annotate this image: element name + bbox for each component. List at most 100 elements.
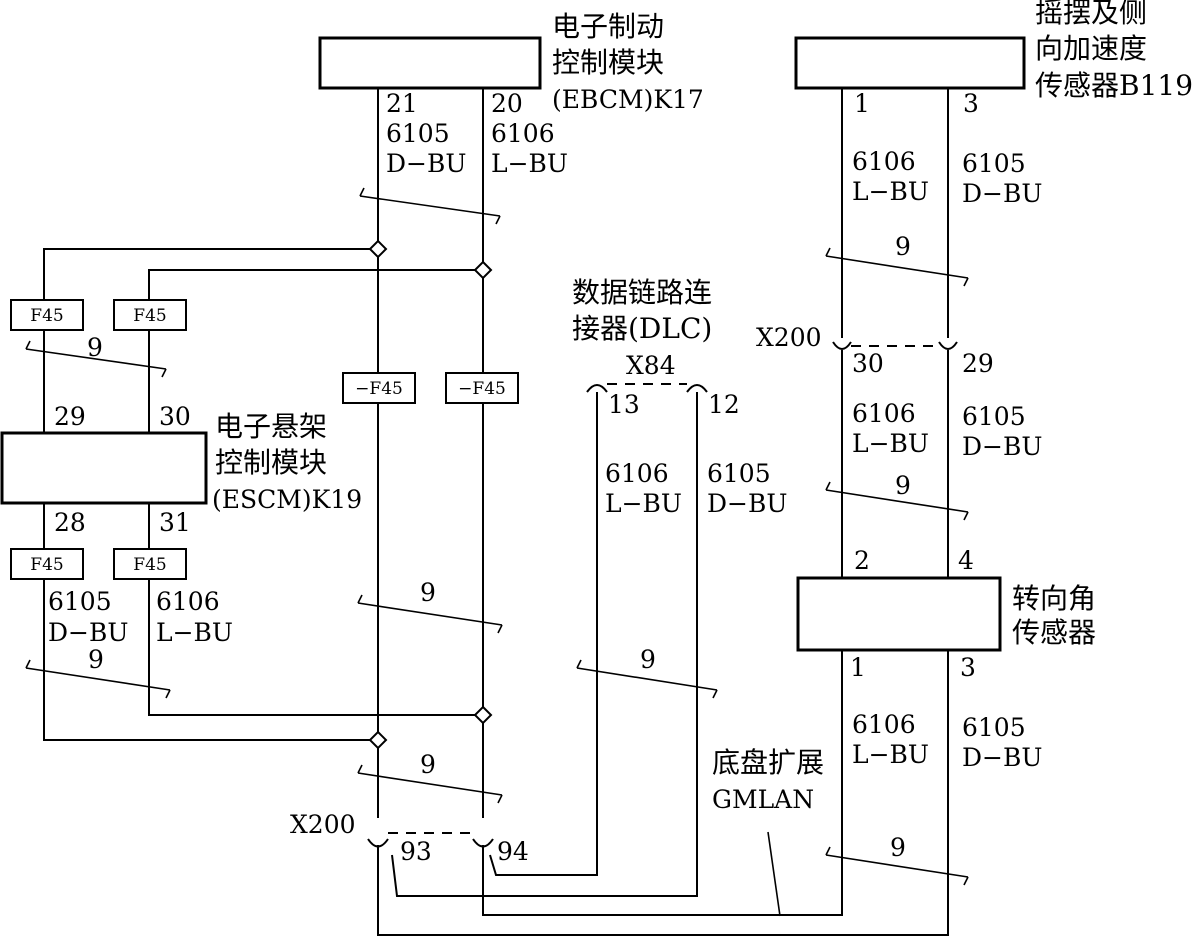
svg-text:93: 93 (400, 837, 432, 866)
svg-text:6106: 6106 (852, 710, 916, 739)
svg-text:12: 12 (708, 390, 740, 419)
svg-text:6105: 6105 (962, 713, 1026, 742)
circuit-labels: 6105 D−BU 6106 L−BU 6106 L−BU 6105 D−BU … (48, 119, 1042, 772)
svg-text:传感器: 传感器 (1012, 616, 1096, 649)
escm-module-box (0, 431, 208, 505)
svg-text:94: 94 (497, 837, 529, 866)
svg-text:控制模块: 控制模块 (552, 46, 664, 79)
twist-label: 9 (87, 333, 103, 362)
svg-text:1: 1 (850, 653, 866, 682)
fuse-label: −F45 (458, 379, 506, 399)
twist-label: 9 (420, 750, 436, 779)
svg-text:L−BU: L−BU (156, 618, 233, 647)
svg-text:电子制动: 电子制动 (552, 10, 664, 43)
svg-text:6106: 6106 (852, 399, 916, 428)
svg-text:6105: 6105 (48, 587, 112, 616)
fuse-f45-3: F45 (10, 548, 84, 580)
splices (368, 239, 493, 750)
svg-text:电子悬架: 电子悬架 (215, 410, 327, 443)
svg-text:L−BU: L−BU (852, 429, 929, 458)
svg-text:D−BU: D−BU (48, 618, 128, 647)
splice-6105-top (368, 239, 388, 259)
twist-label: 9 (420, 578, 436, 607)
svg-text:6105: 6105 (962, 402, 1026, 431)
svg-text:转向角: 转向角 (1012, 582, 1096, 615)
fuse-label: F45 (133, 555, 166, 575)
svg-text:L−BU: L−BU (852, 740, 929, 769)
twist-mark-yaw: 9 (825, 232, 969, 287)
fuse-f45-1: F45 (10, 299, 84, 331)
twist-mark-middle-2: 9 (357, 750, 503, 804)
fuse-label: F45 (30, 306, 63, 326)
svg-text:底盘扩展: 底盘扩展 (712, 746, 824, 779)
escm-label: 电子悬架 控制模块 (ESCM)K19 (212, 410, 362, 514)
svg-text:6105: 6105 (386, 119, 450, 148)
steering-sensor-label: 转向角 传感器 (1012, 582, 1096, 649)
svg-text:31: 31 (159, 508, 191, 537)
svg-text:L−BU: L−BU (491, 149, 568, 178)
splice-6105-bottom (368, 730, 388, 750)
svg-text:L−BU: L−BU (852, 177, 929, 206)
svg-text:21: 21 (386, 89, 418, 118)
svg-text:(ESCM)K19: (ESCM)K19 (212, 485, 362, 514)
svg-text:X84: X84 (626, 351, 676, 380)
twist-mark-middle-1: 9 (357, 578, 503, 634)
svg-text:13: 13 (608, 390, 640, 419)
svg-text:29: 29 (962, 349, 994, 378)
svg-text:4: 4 (958, 546, 974, 575)
pin-numbers: 21 20 1 3 30 29 2 4 1 3 29 30 28 31 13 1… (54, 89, 994, 866)
svg-text:2: 2 (854, 546, 870, 575)
x200-top-label: X200 (756, 323, 822, 352)
svg-text:6106: 6106 (156, 587, 220, 616)
x200-top-connector (832, 341, 958, 350)
splice-6106-bottom (473, 705, 493, 725)
svg-text:6106: 6106 (491, 119, 555, 148)
svg-text:D−BU: D−BU (386, 149, 466, 178)
svg-text:GMLAN: GMLAN (712, 785, 814, 814)
svg-text:数据链路连: 数据链路连 (572, 276, 712, 309)
svg-text:传感器B119: 传感器B119 (1035, 69, 1193, 102)
svg-text:3: 3 (963, 89, 979, 118)
svg-text:28: 28 (54, 508, 86, 537)
svg-text:6105: 6105 (962, 149, 1026, 178)
ebcm-label: 电子制动 控制模块 (EBCM)K17 (552, 10, 704, 114)
yaw-sensor-box (794, 36, 1026, 90)
svg-text:L−BU: L−BU (605, 489, 682, 518)
fuse-neg-f45-2: −F45 (445, 372, 519, 404)
twist-label: 9 (890, 833, 906, 862)
svg-text:3: 3 (960, 653, 976, 682)
svg-text:30: 30 (159, 402, 191, 431)
svg-text:D−BU: D−BU (707, 489, 787, 518)
splice-6106-top (473, 260, 493, 280)
fuse-label: F45 (30, 555, 63, 575)
svg-text:6106: 6106 (852, 147, 916, 176)
twist-mark-escm-bottom: 9 (25, 645, 171, 699)
svg-text:6106: 6106 (605, 459, 669, 488)
x200-bottom-label: X200 (290, 810, 356, 839)
svg-text:30: 30 (852, 349, 884, 378)
svg-text:20: 20 (491, 89, 523, 118)
svg-text:向加速度: 向加速度 (1035, 32, 1147, 65)
svg-text:摇摆及侧: 摇摆及侧 (1035, 0, 1147, 29)
svg-text:29: 29 (54, 402, 86, 431)
svg-text:接器(DLC): 接器(DLC) (572, 312, 712, 345)
dlc-connector (586, 383, 708, 393)
twist-label: 9 (895, 471, 911, 500)
twisted-pair-marks: 9 9 9 9 9 9 (25, 187, 969, 886)
twist-mark-ebcm (359, 187, 501, 225)
svg-text:D−BU: D−BU (962, 179, 1042, 208)
dlc-label: 数据链路连 接器(DLC) X84 (572, 276, 712, 380)
twist-mark-escm-top: 9 (25, 333, 167, 378)
fuse-label: F45 (133, 306, 166, 326)
svg-text:6105: 6105 (707, 459, 771, 488)
x200-bottom-connector (367, 832, 494, 848)
fuse-f45-2: F45 (113, 299, 187, 331)
yaw-sensor-label: 摇摆及侧 向加速度 传感器B119 (1035, 0, 1193, 102)
svg-text:控制模块: 控制模块 (215, 446, 327, 479)
twist-mark-steering: 9 (825, 833, 969, 886)
twist-label: 9 (895, 232, 911, 261)
twist-label: 9 (88, 645, 104, 674)
twist-mark-dlc: 9 (576, 645, 718, 699)
